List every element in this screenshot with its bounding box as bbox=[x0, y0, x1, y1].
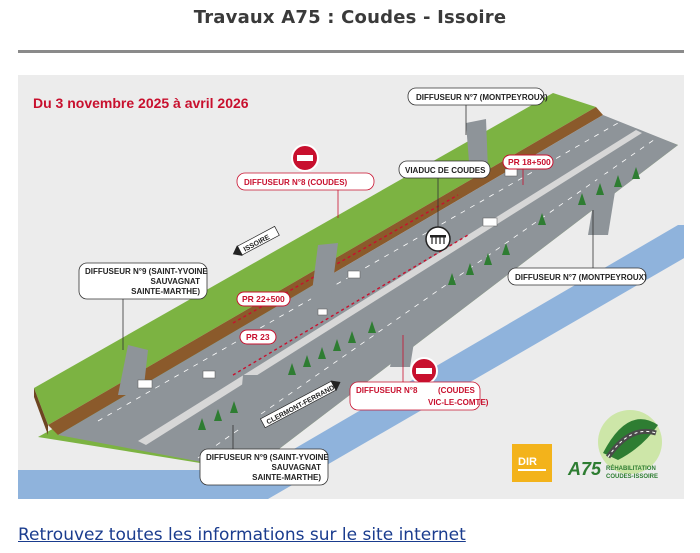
works-map: Du 3 novembre 2025 à avril 2026 DIFFUSEU… bbox=[18, 75, 684, 499]
dir-logo: DIR bbox=[512, 444, 552, 482]
svg-text:DIFFUSEUR N°7 (MONTPEYROUX): DIFFUSEUR N°7 (MONTPEYROUX) bbox=[515, 273, 647, 282]
svg-text:DIFFUSEUR N°7 (MONTPEYROUX): DIFFUSEUR N°7 (MONTPEYROUX) bbox=[416, 93, 548, 102]
svg-text:SAINTE-MARTHE): SAINTE-MARTHE) bbox=[131, 287, 200, 296]
river bbox=[18, 225, 684, 499]
svg-text:DIR: DIR bbox=[518, 456, 537, 468]
svg-text:DIFFUSEUR N°9 (SAINT-YVOIN: DIFFUSEUR N°9 (SAINT-YVOINE bbox=[206, 453, 329, 462]
label-diffuseur-7-right bbox=[507, 267, 647, 286]
central-median bbox=[138, 130, 642, 445]
svg-text:DIFFUSEUR N°8 (COUDES): DIFFUSEUR N°8 (COUDES) bbox=[244, 178, 348, 187]
svg-text:PR 18+500: PR 18+500 bbox=[508, 157, 551, 167]
svg-text:PR 23: PR 23 bbox=[246, 332, 270, 342]
label-diffuseur-7-top bbox=[407, 87, 545, 106]
svg-text:DIFFUSEUR N°9 (SAINT-YVOIN: DIFFUSEUR N°9 (SAINT-YVOINE bbox=[85, 267, 208, 276]
date-range: Du 3 novembre 2025 à avril 2026 bbox=[33, 95, 249, 111]
label-diffuseur-8-top bbox=[236, 172, 375, 191]
svg-text:VIADUC DE COUDES: VIADUC DE COUDES bbox=[405, 166, 486, 175]
vehicles bbox=[137, 168, 518, 389]
a75-logo: A75 RÉHABILITATION COUDES-ISSOIRE bbox=[567, 410, 662, 480]
trees bbox=[198, 167, 640, 430]
info-website-link[interactable]: Retrouvez toutes les informations sur le… bbox=[18, 525, 466, 545]
pr-marker-23 bbox=[239, 329, 277, 345]
label-diffuseur-8-bottom bbox=[349, 381, 481, 411]
svg-text:DIFFUSEUR N°8: DIFFUSEUR N°8 bbox=[356, 386, 418, 395]
pr-marker-22 bbox=[236, 291, 291, 307]
title-divider bbox=[18, 50, 684, 53]
svg-text:A75: A75 bbox=[567, 459, 602, 479]
works-map-illustration: Du 3 novembre 2025 à avril 2026 DIFFUSEU… bbox=[18, 87, 684, 499]
label-diffuseur-9-left bbox=[78, 262, 208, 300]
no-entry-icon-bottom bbox=[410, 357, 438, 385]
svg-text:PR 22+500: PR 22+500 bbox=[242, 294, 285, 304]
label-viaduc bbox=[398, 160, 491, 179]
svg-text:VIC-LE-COMTE): VIC-LE-COMTE) bbox=[428, 398, 489, 407]
label-diffuseur-9-bottom bbox=[199, 448, 329, 486]
svg-text:SAUVAGNAT: SAUVAGNAT bbox=[151, 277, 201, 286]
svg-text:SAUVAGNAT: SAUVAGNAT bbox=[272, 463, 322, 472]
svg-text:(COUDES: (COUDES bbox=[438, 386, 476, 395]
pr-marker-18 bbox=[502, 154, 554, 170]
svg-text:SAINTE-MARTHE): SAINTE-MARTHE) bbox=[252, 473, 321, 482]
page-title: Travaux A75 : Coudes - Issoire bbox=[193, 7, 507, 28]
svg-text:RÉHABILITATION: RÉHABILITATION bbox=[606, 464, 656, 472]
no-entry-icon bbox=[291, 144, 319, 172]
bridge-icon bbox=[425, 226, 451, 252]
svg-text:COUDES-ISSOIRE: COUDES-ISSOIRE bbox=[606, 474, 658, 480]
interchange-8-ramp bbox=[310, 243, 338, 307]
